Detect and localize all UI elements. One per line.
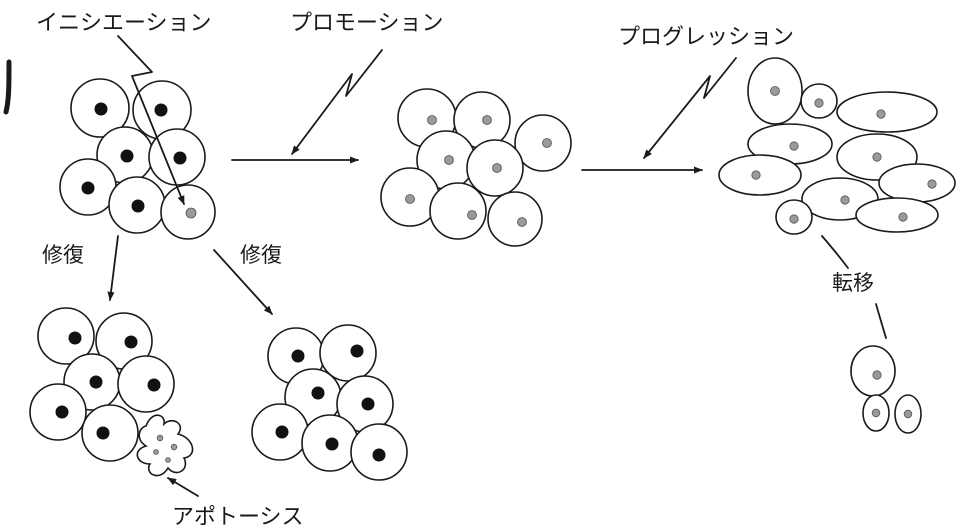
tumor-cell: [855, 197, 939, 233]
label-repair-right: 修復: [240, 243, 282, 267]
normal-cell: [70, 78, 130, 138]
metastatic-cell: [850, 345, 896, 397]
repaired-cell-cluster-left: [29, 307, 175, 462]
normal-cell: [117, 355, 175, 413]
cropped-glyph-fragment: [3, 59, 12, 115]
tumor-cell: [718, 154, 802, 196]
label-apoptosis: アポトーシス: [172, 505, 304, 530]
normal-cell: [95, 312, 153, 370]
apoptotic-cell: [136, 414, 194, 477]
repair-right-arrow: [213, 249, 273, 315]
altered-cell: [380, 167, 440, 227]
label-initiation: イニシエーション: [36, 11, 212, 36]
normal-cell: [350, 423, 408, 481]
initiation-lightning-arrow: [117, 35, 185, 205]
tumor-cell: [836, 91, 938, 133]
normal-cell: [96, 126, 154, 184]
altered-cell: [466, 139, 524, 197]
altered-cell: [514, 114, 572, 172]
tumor-cell: [878, 163, 956, 203]
promotion-lightning-arrow: [291, 49, 383, 155]
apoptosis-pointer-arrow: [167, 477, 199, 497]
tumor-cell-cluster: [718, 57, 956, 235]
initiated-cell: [160, 184, 216, 240]
normal-cell: [108, 176, 166, 234]
normal-cell: [301, 414, 359, 472]
metastatic-cell-group: [850, 345, 922, 434]
initiated-cell-cluster: [59, 78, 216, 240]
normal-cell: [29, 383, 87, 441]
repaired-cell-cluster-right: [251, 324, 408, 481]
altered-cell: [453, 91, 511, 149]
metastasis-line-lower: [875, 303, 887, 339]
tumor-cell: [775, 199, 813, 235]
tumor-cell: [800, 83, 838, 119]
label-repair-left: 修復: [42, 243, 84, 267]
altered-cell: [487, 191, 543, 247]
metastatic-cell: [894, 394, 922, 434]
repair-left-arrow: [107, 235, 119, 301]
normal-cell: [37, 307, 95, 365]
tumor-cell: [747, 123, 833, 165]
progression-lightning-arrow: [643, 57, 737, 159]
metastasis-line-upper: [821, 235, 849, 269]
normal-cell: [59, 158, 117, 216]
normal-cell: [81, 404, 139, 462]
normal-cell: [251, 403, 309, 461]
promoted-cell-cluster: [380, 88, 572, 247]
normal-cell: [319, 324, 377, 382]
label-promotion: プロモーション: [290, 11, 444, 36]
tumor-cell: [747, 57, 803, 125]
altered-cell: [429, 182, 487, 240]
label-metastasis: 転移: [832, 271, 874, 295]
normal-cell: [148, 128, 206, 186]
label-progression: プログレッション: [618, 25, 794, 50]
metastatic-cell: [862, 394, 890, 432]
normal-cell: [132, 80, 192, 140]
